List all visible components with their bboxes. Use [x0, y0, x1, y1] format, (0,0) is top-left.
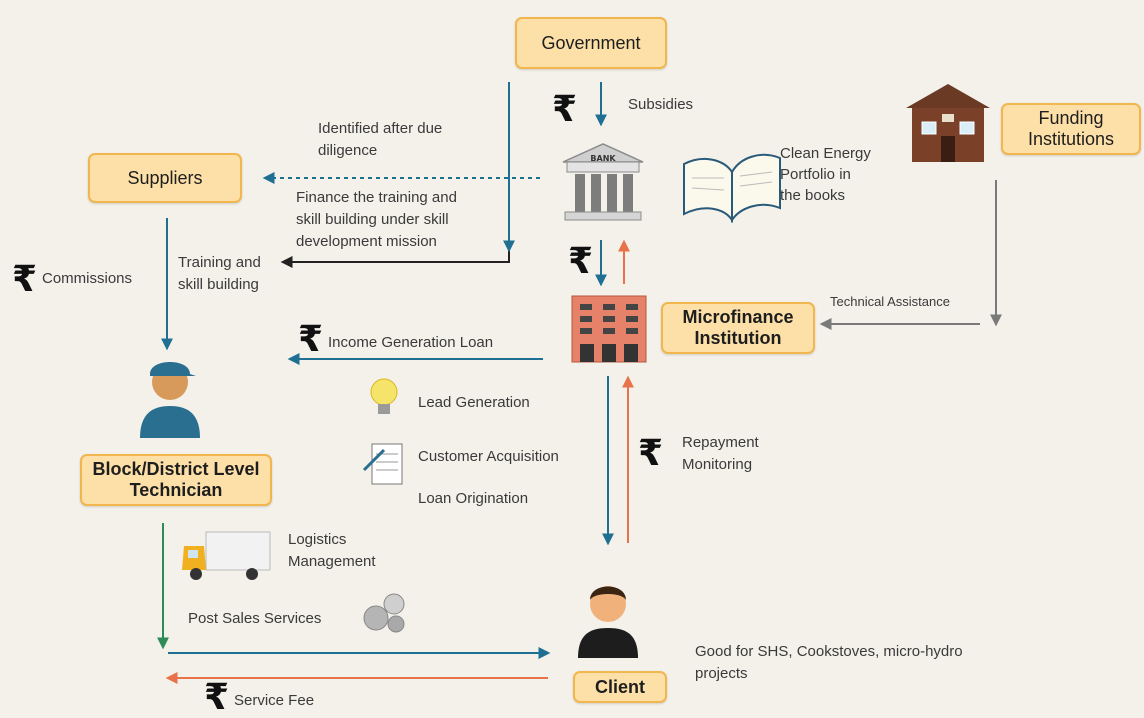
client-person-icon	[578, 586, 638, 658]
node-suppliers: Suppliers	[88, 153, 242, 203]
node-client: Client	[573, 671, 667, 703]
label-post-sales: Post Sales Services	[188, 610, 322, 627]
node-microfinance-institution: Microfinance Institution	[661, 302, 815, 354]
lightbulb-icon	[370, 378, 398, 414]
label-finance-2: skill building under skill	[296, 211, 449, 228]
label-customer-acquisition: Customer Acquisition	[418, 448, 559, 465]
label-good-for-2: projects	[695, 665, 748, 682]
technician-person-icon	[140, 362, 200, 438]
rupee-icon-service-fee: ₹	[204, 677, 230, 718]
truck-icon	[182, 531, 271, 580]
gears-icon	[363, 593, 405, 633]
label-good-for-1: Good for SHS, Cookstoves, micro-hydro	[695, 643, 963, 660]
label-subsidies: Subsidies	[628, 96, 694, 113]
label-technical-assistance: Technical Assistance	[830, 294, 950, 309]
bank-icon: BANK	[562, 143, 644, 221]
rupee-icon-repayment: ₹	[638, 433, 664, 474]
label-loan-origination: Loan Origination	[418, 490, 529, 507]
label-clean-energy-3: the books	[780, 187, 846, 204]
building-icon	[571, 295, 647, 363]
open-book-icon	[683, 153, 781, 224]
rupee-icon-bank-mfi: ₹	[568, 241, 594, 282]
form-icon	[362, 443, 403, 485]
label-repayment-2: Monitoring	[682, 456, 753, 473]
label-identified-1: Identified after due	[318, 120, 443, 137]
label-service-fee: Service Fee	[234, 692, 315, 709]
label-finance-1: Finance the training and	[296, 189, 457, 206]
node-government: Government	[515, 17, 667, 69]
label-clean-energy-1: Clean Energy	[780, 145, 871, 162]
label-repayment-1: Repayment	[682, 434, 759, 451]
rupee-icon-commissions: ₹	[12, 259, 38, 300]
label-training-2: skill building	[178, 276, 259, 293]
label-clean-energy-2: Portfolio in	[780, 166, 851, 183]
label-finance-3: development mission	[296, 233, 437, 250]
label-training-1: Training and	[178, 254, 261, 271]
label-lead-generation: Lead Generation	[418, 394, 530, 411]
label-commissions: Commissions	[42, 270, 133, 287]
house-icon	[906, 84, 990, 162]
rupee-icon-income-loan: ₹	[298, 319, 324, 360]
label-identified-2: diligence	[318, 142, 378, 159]
node-technician: Block/District Level Technician	[80, 454, 272, 506]
label-income-loan: Income Generation Loan	[328, 334, 494, 351]
bank-sign: BANK	[590, 154, 616, 163]
label-logistics-1: Logistics	[288, 531, 347, 548]
node-funding-institutions: Funding Institutions	[1001, 103, 1141, 155]
rupee-icon-subsidies: ₹	[552, 89, 578, 130]
label-logistics-2: Management	[288, 553, 376, 570]
